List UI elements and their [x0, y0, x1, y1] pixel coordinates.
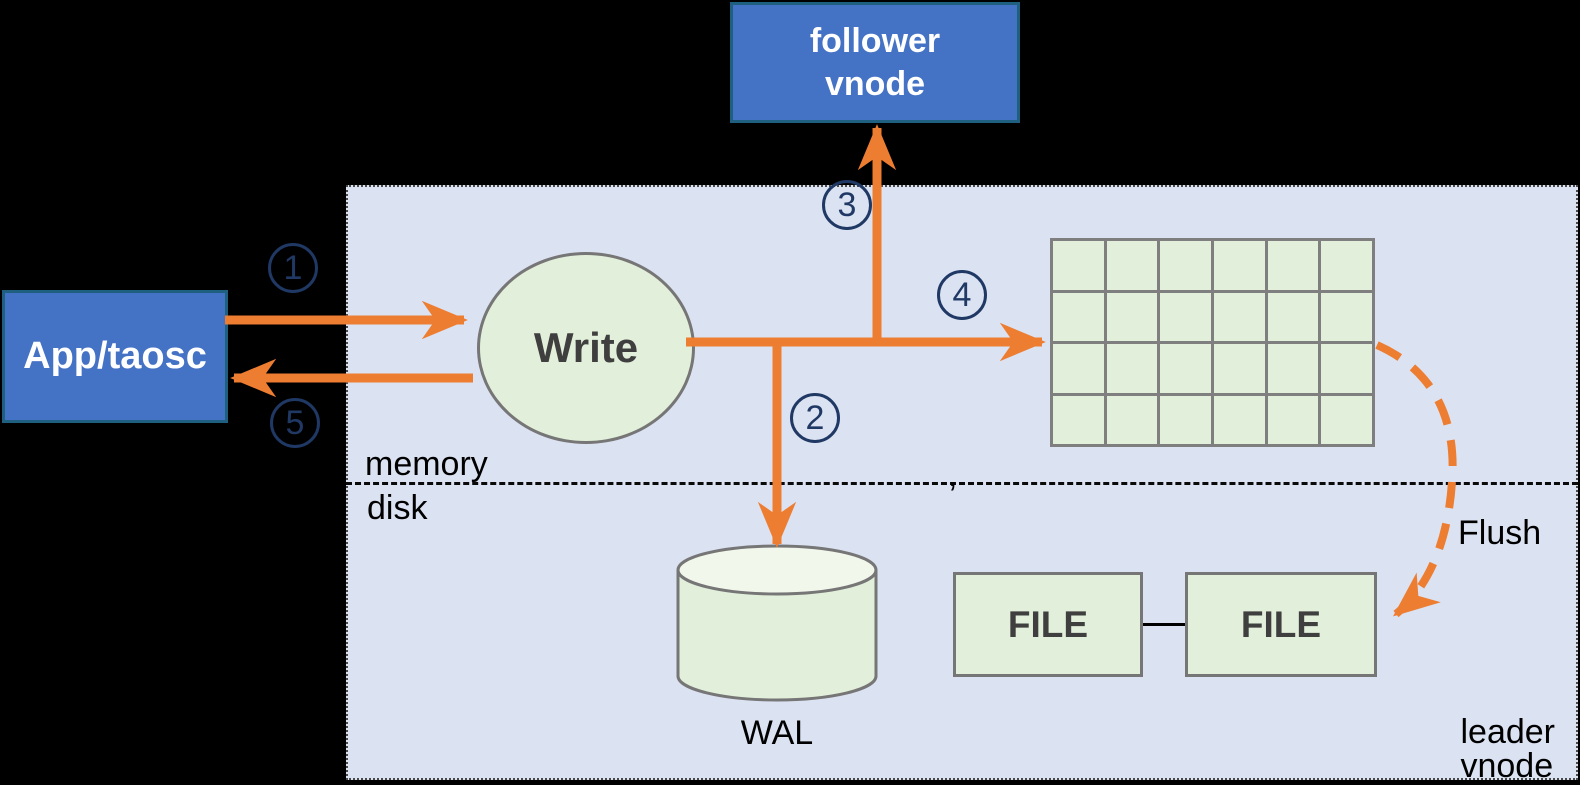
follower-vnode-label: follower vnode	[809, 22, 941, 103]
grid-cell	[1321, 344, 1372, 393]
file-connector-line	[1143, 623, 1185, 626]
comma-artifact: ,	[948, 456, 958, 494]
grid-cell	[1321, 241, 1372, 290]
grid-cell	[1160, 292, 1211, 341]
grid-cell	[1267, 344, 1319, 393]
follower-vnode-box: follower vnode	[730, 2, 1020, 123]
grid-cell	[1053, 292, 1104, 341]
flush-label: Flush	[1458, 514, 1542, 552]
grid-cell	[1160, 395, 1211, 444]
grid-cell	[1160, 241, 1211, 290]
app-taosc-box: App/taosc	[2, 290, 228, 423]
memtable-grid	[1050, 238, 1375, 447]
grid-cell	[1106, 292, 1158, 341]
grid-cell	[1106, 395, 1158, 444]
grid-cell	[1053, 241, 1104, 290]
step-4-badge: 4	[937, 270, 987, 320]
file-box-1: FILE	[953, 572, 1143, 677]
write-node: Write	[477, 252, 695, 444]
file-box-2: FILE	[1185, 572, 1377, 677]
app-taosc-label: App/taosc	[23, 335, 207, 377]
wal-label: WAL	[740, 714, 814, 752]
grid-cell	[1267, 292, 1319, 341]
step-3-badge: 3	[822, 180, 872, 230]
grid-cell	[1106, 241, 1158, 290]
grid-cell	[1321, 292, 1372, 341]
grid-cell	[1160, 344, 1211, 393]
grid-cell	[1214, 292, 1265, 341]
step-5-badge: 5	[270, 398, 320, 448]
grid-cell	[1106, 344, 1158, 393]
memory-disk-divider	[346, 482, 1578, 485]
grid-cell	[1321, 395, 1372, 444]
step-2-badge: 2	[790, 393, 840, 443]
grid-cell	[1267, 241, 1319, 290]
leader-vnode-label: leader vnode	[1460, 713, 1555, 785]
grid-cell	[1214, 241, 1265, 290]
file-1-label: FILE	[1007, 603, 1089, 645]
write-label: Write	[533, 324, 639, 371]
file-2-label: FILE	[1240, 603, 1322, 645]
grid-cell	[1214, 395, 1265, 444]
disk-label: disk	[367, 489, 428, 527]
grid-cell	[1053, 344, 1104, 393]
memory-label: memory	[365, 445, 488, 483]
grid-cell	[1267, 395, 1319, 444]
grid-cell	[1053, 395, 1104, 444]
grid-cell	[1214, 344, 1265, 393]
step-1-badge: 1	[268, 243, 318, 293]
